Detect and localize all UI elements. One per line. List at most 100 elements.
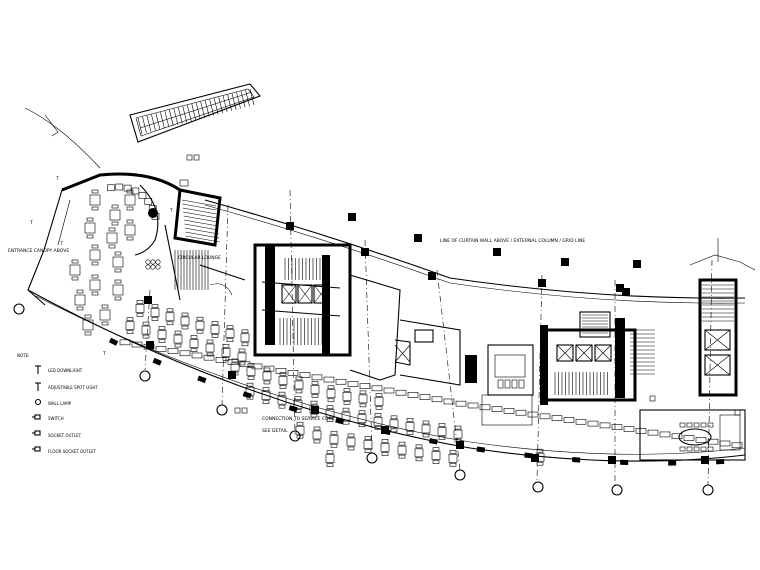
dining-table bbox=[180, 316, 190, 326]
escalator-step bbox=[227, 94, 232, 111]
lounge-table bbox=[89, 194, 101, 206]
dining-chair bbox=[313, 426, 321, 431]
dining-table bbox=[380, 443, 390, 452]
dining-table bbox=[293, 400, 303, 409]
wc-fixture bbox=[497, 379, 504, 389]
annotation-top-right: LINE OF CURTAIN WALL ABOVE / EXTERNAL CO… bbox=[440, 238, 585, 244]
dining-chair bbox=[174, 330, 182, 335]
escalator-step bbox=[164, 110, 170, 128]
lounge-chair bbox=[111, 221, 119, 226]
booth-seat bbox=[227, 359, 239, 365]
dining-chair bbox=[151, 317, 159, 321]
dining-chair bbox=[295, 376, 303, 381]
socket-icon bbox=[32, 430, 41, 436]
lounge-chair bbox=[151, 213, 160, 220]
booth-seat bbox=[275, 368, 287, 374]
dining-table bbox=[195, 320, 205, 330]
annotation-center-sub: SEE DETAIL bbox=[262, 428, 288, 434]
booth-seat bbox=[563, 417, 575, 423]
lift-cross bbox=[594, 344, 612, 362]
legend-title: NOTE: bbox=[17, 353, 29, 358]
lounge-chair bbox=[84, 331, 92, 336]
dining-chair bbox=[206, 352, 214, 357]
dining-chair bbox=[398, 441, 406, 446]
booth-seat bbox=[335, 378, 347, 385]
dining-table bbox=[277, 395, 287, 405]
dining-chair bbox=[206, 339, 214, 344]
meeting-chair bbox=[686, 422, 693, 428]
lounge-chair bbox=[114, 279, 122, 284]
lounge-table bbox=[82, 319, 94, 331]
column bbox=[493, 248, 501, 256]
dining-chair bbox=[536, 448, 544, 453]
lift-car bbox=[281, 284, 297, 304]
dining-table bbox=[374, 397, 384, 406]
lounge-chair bbox=[111, 204, 119, 209]
dining-table bbox=[346, 437, 356, 447]
lounge-chair bbox=[91, 189, 99, 194]
column bbox=[311, 406, 319, 414]
grid-line bbox=[289, 189, 296, 436]
lounge-chair bbox=[114, 268, 122, 273]
booth-seat bbox=[299, 372, 311, 378]
dining-chair bbox=[174, 343, 182, 348]
escalator-steps bbox=[137, 88, 255, 135]
escalator-step bbox=[222, 95, 228, 113]
dining-chair bbox=[415, 457, 423, 462]
dining-chair bbox=[347, 446, 355, 451]
lounge-chair bbox=[76, 306, 84, 311]
booth-seat bbox=[575, 418, 587, 425]
lounge-table bbox=[89, 249, 101, 261]
booth-seat bbox=[431, 396, 443, 403]
meeting-chair bbox=[679, 422, 686, 428]
dining-table bbox=[189, 339, 199, 348]
escalator-step bbox=[151, 114, 156, 131]
escalator-step bbox=[236, 92, 241, 109]
grid-line bbox=[364, 239, 373, 451]
dining-table bbox=[448, 453, 458, 463]
dining-chair bbox=[211, 321, 219, 325]
planter bbox=[155, 264, 161, 270]
dining-chair bbox=[241, 329, 249, 334]
wc-fixture bbox=[504, 379, 511, 389]
dining-table bbox=[363, 440, 373, 449]
legend-item-5: SOCKET OUTLET bbox=[48, 433, 82, 438]
legend-item-3: WALL LAMP bbox=[48, 401, 72, 406]
escalator-step bbox=[160, 112, 165, 129]
dining-chair bbox=[279, 385, 287, 389]
switch-icon bbox=[32, 414, 41, 420]
dining-chair bbox=[330, 430, 338, 435]
booth-seat bbox=[671, 433, 683, 440]
grid-line bbox=[221, 204, 229, 406]
column bbox=[361, 248, 369, 256]
column bbox=[608, 456, 616, 464]
stair-tread bbox=[184, 223, 219, 231]
booth-seat bbox=[179, 350, 191, 357]
column bbox=[381, 426, 389, 434]
escalator-step bbox=[204, 100, 210, 117]
dining-chair bbox=[211, 334, 219, 338]
booth-seat bbox=[395, 389, 407, 396]
grid-bubbles bbox=[13, 303, 714, 496]
dining-table bbox=[357, 414, 367, 424]
dining-chair bbox=[262, 400, 270, 404]
escalator-step bbox=[249, 88, 255, 106]
dining-chair bbox=[238, 348, 246, 353]
booth-seat bbox=[383, 387, 395, 394]
booth-seat bbox=[263, 365, 275, 372]
lounge-chair bbox=[107, 184, 115, 192]
dining-table bbox=[210, 325, 220, 334]
dining-table bbox=[294, 380, 304, 390]
escalator-step bbox=[191, 104, 197, 121]
escalator-step bbox=[231, 93, 237, 110]
dining-chair bbox=[263, 367, 271, 372]
booth-seat bbox=[119, 339, 131, 346]
dining-chair bbox=[126, 330, 134, 334]
booth-seat bbox=[647, 429, 659, 436]
lift-car bbox=[556, 344, 574, 362]
grid-line bbox=[536, 274, 543, 481]
booth-seat bbox=[419, 394, 431, 400]
lounge-chair bbox=[86, 234, 94, 239]
dining-chair bbox=[343, 401, 351, 405]
marker-t-3: T bbox=[59, 241, 63, 247]
